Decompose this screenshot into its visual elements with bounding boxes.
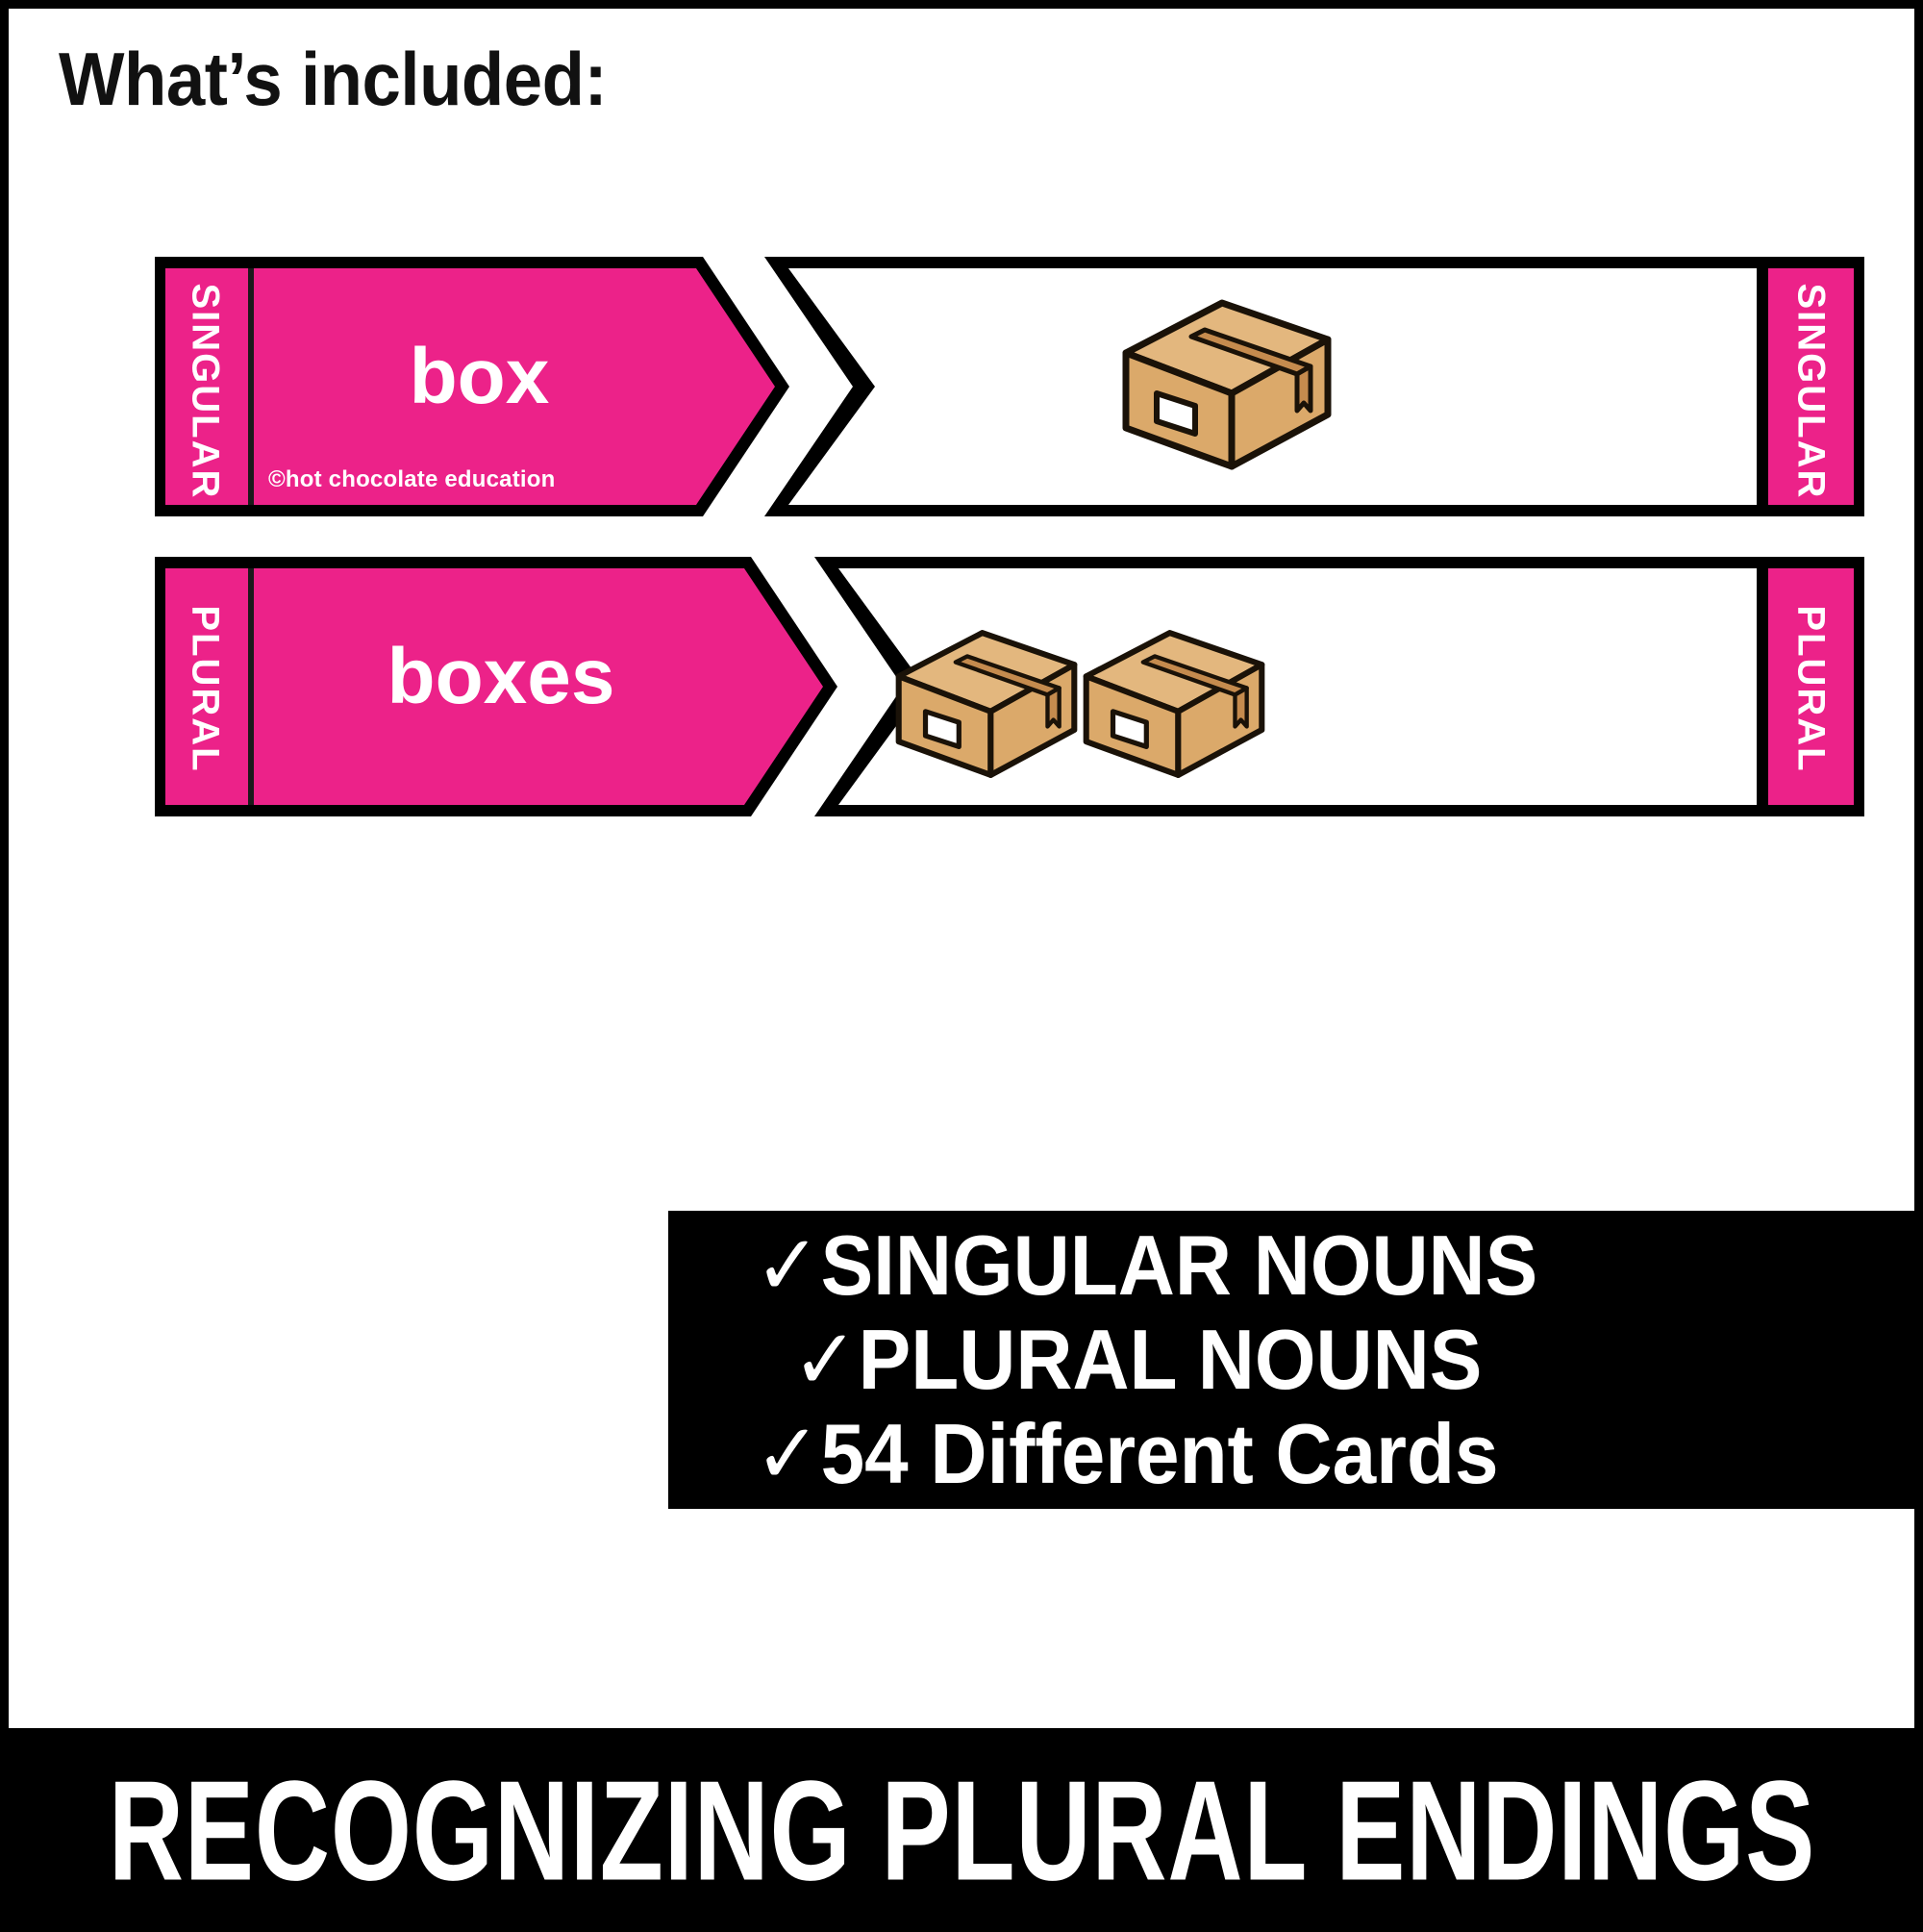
feature-item-1: ✓PLURAL NOUNS [755,1317,1482,1402]
cardboard-box-icon [895,630,1078,778]
cardboard-box-icon [1122,299,1332,470]
feature-banner: ✓SINGULAR NOUNS ✓PLURAL NOUNS ✓54 Differ… [668,1211,1922,1509]
feature-item-1-label: PLURAL NOUNS [858,1312,1483,1407]
singular-right-tab: SINGULAR [1757,257,1864,516]
singular-pink-arrow-shape [155,257,789,516]
check-icon: ✓ [755,1406,821,1501]
check-icon: ✓ [792,1312,859,1407]
page-title: What’s included: [59,37,608,121]
feature-item-0-label: SINGULAR NOUNS [820,1217,1538,1313]
plural-left-tab-label: PLURAL [184,605,227,773]
plural-left-tab-divider [248,568,254,805]
copyright-notice: ©hot chocolate education [268,466,556,492]
plural-right-tab-label: PLURAL [1789,605,1833,773]
check-icon: ✓ [755,1217,821,1313]
feature-item-2-label: 54 Different Cards [820,1406,1499,1501]
singular-left-tab-label: SINGULAR [184,283,227,500]
feature-item-0: ✓SINGULAR NOUNS [755,1223,1537,1308]
plural-pink-arrow-shape [155,557,837,816]
card-plural: PLURAL boxes PLURAL [155,557,1864,816]
bottom-title-text: RECOGNIZING PLURAL ENDINGS [108,1750,1815,1910]
card-singular: SINGULAR box ©hot chocolate education SI… [155,257,1864,516]
singular-left-tab-divider [248,268,254,505]
cardboard-box-icon [1083,630,1265,778]
feature-item-2: ✓54 Different Cards [755,1412,1499,1496]
plural-right-tab: PLURAL [1757,557,1864,816]
singular-word: box [409,333,550,420]
plural-word: boxes [387,633,615,720]
bottom-title-banner: RECOGNIZING PLURAL ENDINGS [0,1728,1923,1932]
singular-right-tab-label: SINGULAR [1789,283,1833,500]
